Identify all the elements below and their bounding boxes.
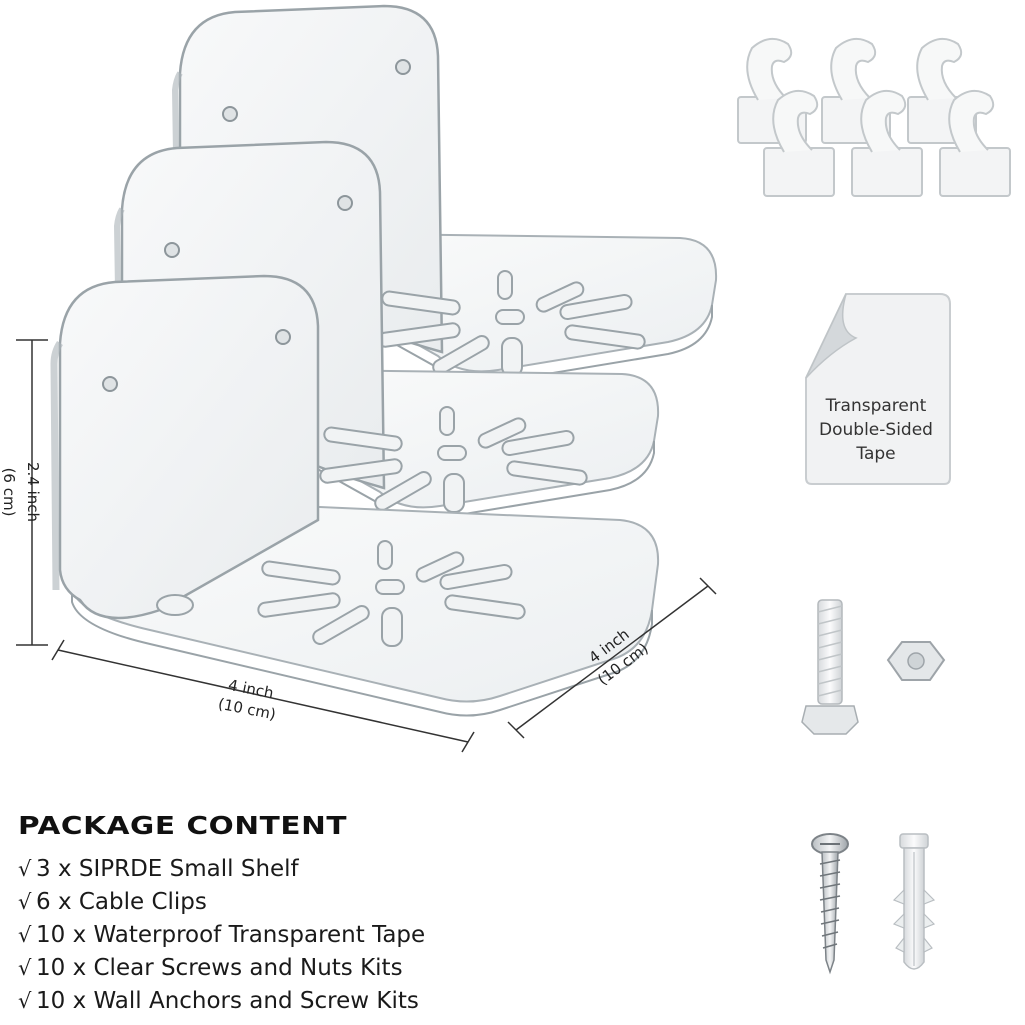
package-item: √10 x Waterproof Transparent Tape — [18, 919, 425, 952]
screw-hole — [222, 106, 238, 122]
tape-caption-line3: Tape — [856, 444, 896, 464]
clear-screw — [801, 599, 859, 735]
package-item-label: 10 x Waterproof Transparent Tape — [36, 922, 426, 948]
package-item-label: 10 x Wall Anchors and Screw Kits — [36, 988, 419, 1014]
check-icon: √ — [18, 956, 32, 980]
package-item: √10 x Clear Screws and Nuts Kits — [18, 952, 425, 985]
screw-hole — [337, 195, 353, 211]
double-sided-tape — [805, 293, 951, 485]
screw-hole — [275, 329, 291, 345]
wall-screw — [811, 833, 849, 975]
check-icon: √ — [18, 989, 32, 1013]
wall-anchor — [892, 833, 936, 970]
package-item: √10 x Wall Anchors and Screw Kits — [18, 985, 425, 1018]
package-item-label: 10 x Clear Screws and Nuts Kits — [36, 955, 403, 981]
check-icon: √ — [18, 890, 32, 914]
dimension-depth — [507, 577, 717, 739]
shelf-wall — [58, 274, 320, 620]
dimension-height — [16, 339, 48, 646]
check-icon: √ — [18, 923, 32, 947]
cable-clips — [737, 37, 1011, 197]
screw-hole — [164, 242, 180, 258]
shelf-front — [50, 274, 660, 717]
package-item-label: 3 x SIPRDE Small Shelf — [36, 856, 299, 882]
cable-clip — [763, 89, 835, 197]
package-item-label: 6 x Cable Clips — [36, 889, 207, 915]
package-content-list: √3 x SIPRDE Small Shelf √6 x Cable Clips… — [18, 853, 425, 1018]
check-icon: √ — [18, 857, 32, 881]
height-label: 2.4 inch — [24, 462, 42, 522]
clear-nut — [886, 641, 946, 681]
tape-caption: Transparent Double-Sided Tape — [806, 394, 946, 466]
cable-clip — [851, 89, 923, 197]
tape-caption-line2: Double-Sided — [819, 420, 933, 440]
height-metric-label: (6 cm) — [0, 468, 18, 517]
package-content-heading: PACKAGE CONTENT — [18, 811, 348, 840]
package-item: √6 x Cable Clips — [18, 886, 425, 919]
screw-hole — [102, 376, 118, 392]
cable-clip — [939, 89, 1011, 197]
dimension-width — [51, 639, 475, 753]
package-item: √3 x SIPRDE Small Shelf — [18, 853, 425, 886]
tape-caption-line1: Transparent — [825, 396, 927, 416]
screw-hole — [395, 59, 411, 75]
